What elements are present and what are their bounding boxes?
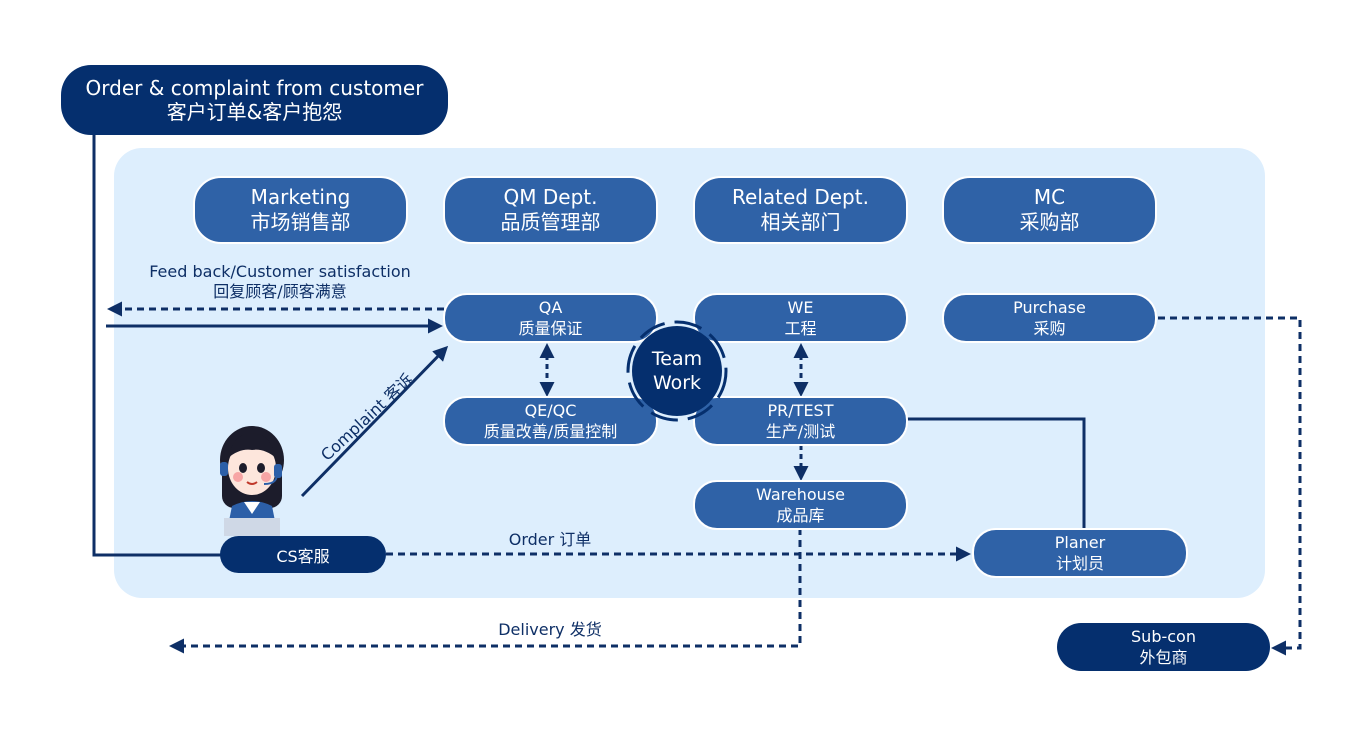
delivery-arrow: [169, 528, 802, 654]
node-planer-en: Planer: [1054, 533, 1106, 552]
complaint-arrow: [300, 345, 449, 498]
dept-marketing-cn: 市场销售部: [250, 210, 351, 234]
node-qa-en: QA: [538, 298, 563, 317]
node-warehouse: Warehouse 成品库: [693, 480, 908, 530]
customer-to-cs-line: [92, 132, 222, 557]
feedback-label-cn: 回复顾客/顾客满意: [213, 282, 347, 301]
node-purchase-cn: 采购: [1033, 319, 1066, 338]
feedback-label: Feed back/Customer satisfaction 回复顾客/顾客满…: [130, 262, 430, 302]
cs-agent-avatar-icon: [220, 426, 284, 536]
dept-related-en: Related Dept.: [732, 185, 869, 209]
dept-mc-en: MC: [1033, 185, 1066, 209]
node-qeqc-en: QE/QC: [524, 401, 577, 420]
dept-qm-cn: 品质管理部: [500, 210, 601, 234]
teamwork-line1: Team: [651, 348, 703, 370]
order-label: Order 订单: [508, 530, 592, 549]
node-warehouse-en: Warehouse: [756, 485, 845, 504]
node-planer: Planer 计划员: [972, 528, 1188, 578]
dept-qm-en: QM Dept.: [503, 185, 598, 209]
cycle-arrows-icon: [626, 320, 728, 422]
customer-box: Order & complaint from customer 客户订单&客户抱…: [61, 65, 448, 135]
dept-mc-cn: 采购部: [1019, 210, 1080, 234]
customer-line1: Order & complaint from customer: [85, 76, 424, 100]
prtest-planer-line: [906, 417, 1086, 530]
node-prtest-en: PR/TEST: [767, 401, 834, 420]
node-prtest-cn: 生产/测试: [765, 422, 836, 441]
feedback-label-en: Feed back/Customer satisfaction: [149, 262, 411, 281]
node-purchase-en: Purchase: [1013, 298, 1086, 317]
dept-mc: MC 采购部: [942, 176, 1157, 244]
purchase-subcon-arrow: [1158, 316, 1302, 656]
node-qeqc-cn: 质量改善/质量控制: [483, 422, 618, 441]
customer-line2: 客户订单&客户抱怨: [166, 100, 343, 124]
node-planer-cn: 计划员: [1055, 554, 1104, 573]
node-subcon-cn: 外包商: [1139, 648, 1188, 667]
teamwork-circle: Team Work: [626, 320, 728, 422]
dept-related-cn: 相关部门: [760, 210, 841, 234]
teamwork-line2: Work: [652, 372, 702, 394]
node-we-en: WE: [787, 298, 814, 317]
node-we: WE 工程: [693, 293, 908, 343]
dept-marketing-en: Marketing: [250, 185, 351, 209]
node-cs-label: CS客服: [276, 546, 330, 566]
node-subcon: Sub-con 外包商: [1057, 623, 1270, 671]
dept-marketing: Marketing 市场销售部: [193, 176, 408, 244]
node-purchase: Purchase 采购: [942, 293, 1157, 343]
node-we-cn: 工程: [784, 319, 817, 338]
dept-related: Related Dept. 相关部门: [693, 176, 908, 244]
node-prtest: PR/TEST 生产/测试: [693, 396, 908, 446]
delivery-label: Delivery 发货: [498, 620, 602, 639]
node-qa: QA 质量保证: [443, 293, 658, 343]
node-qeqc: QE/QC 质量改善/质量控制: [443, 396, 658, 446]
node-subcon-en: Sub-con: [1131, 627, 1196, 646]
node-warehouse-cn: 成品库: [776, 506, 825, 525]
dept-qm: QM Dept. 品质管理部: [443, 176, 658, 244]
node-cs: CS客服: [220, 536, 386, 573]
node-qa-cn: 质量保证: [518, 319, 583, 338]
